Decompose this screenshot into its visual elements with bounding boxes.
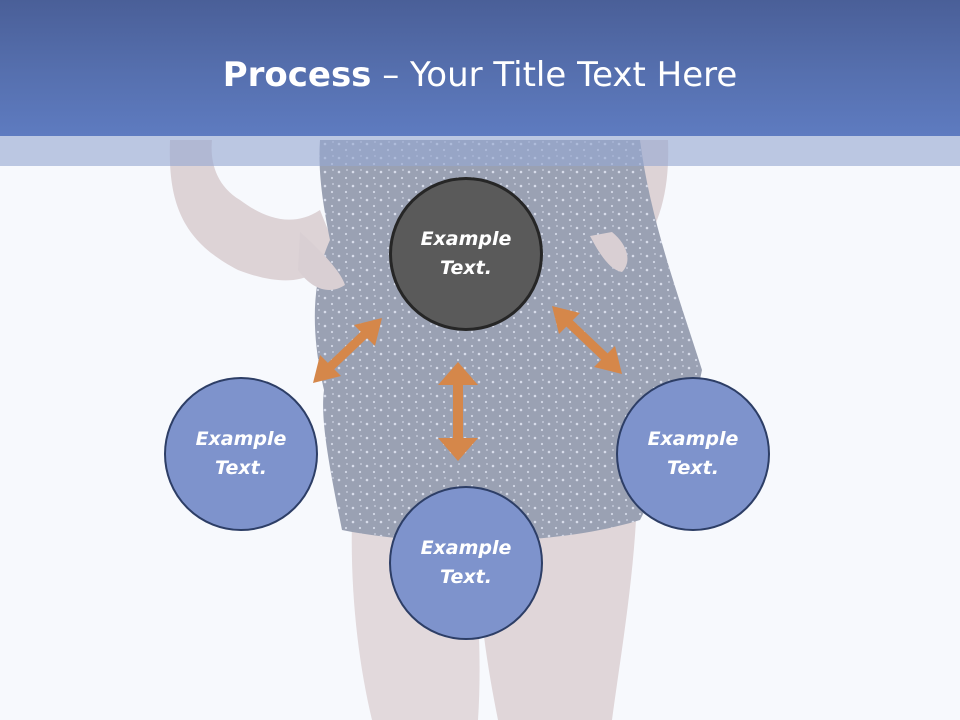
title-bar bbox=[0, 0, 960, 136]
title-bold: Process bbox=[222, 55, 372, 95]
arrow-center-right bbox=[552, 306, 622, 374]
arrow-center-left bbox=[313, 318, 382, 383]
title-rest: – Your Title Text Here bbox=[371, 55, 738, 95]
page-title: Process – Your Title Text Here bbox=[0, 52, 960, 98]
node-left-line1: Example bbox=[195, 428, 287, 450]
title-stripe bbox=[0, 136, 960, 166]
node-right-line1: Example bbox=[647, 428, 739, 450]
node-bottom-line2: Text. bbox=[440, 566, 492, 588]
node-bottom-line1: Example bbox=[420, 537, 512, 559]
arrow-center-bottom bbox=[438, 362, 478, 461]
node-center-line2: Text. bbox=[440, 257, 492, 279]
node-left-line2: Text. bbox=[215, 457, 267, 479]
node-right-line2: Text. bbox=[667, 457, 719, 479]
node-center-line1: Example bbox=[420, 228, 512, 250]
